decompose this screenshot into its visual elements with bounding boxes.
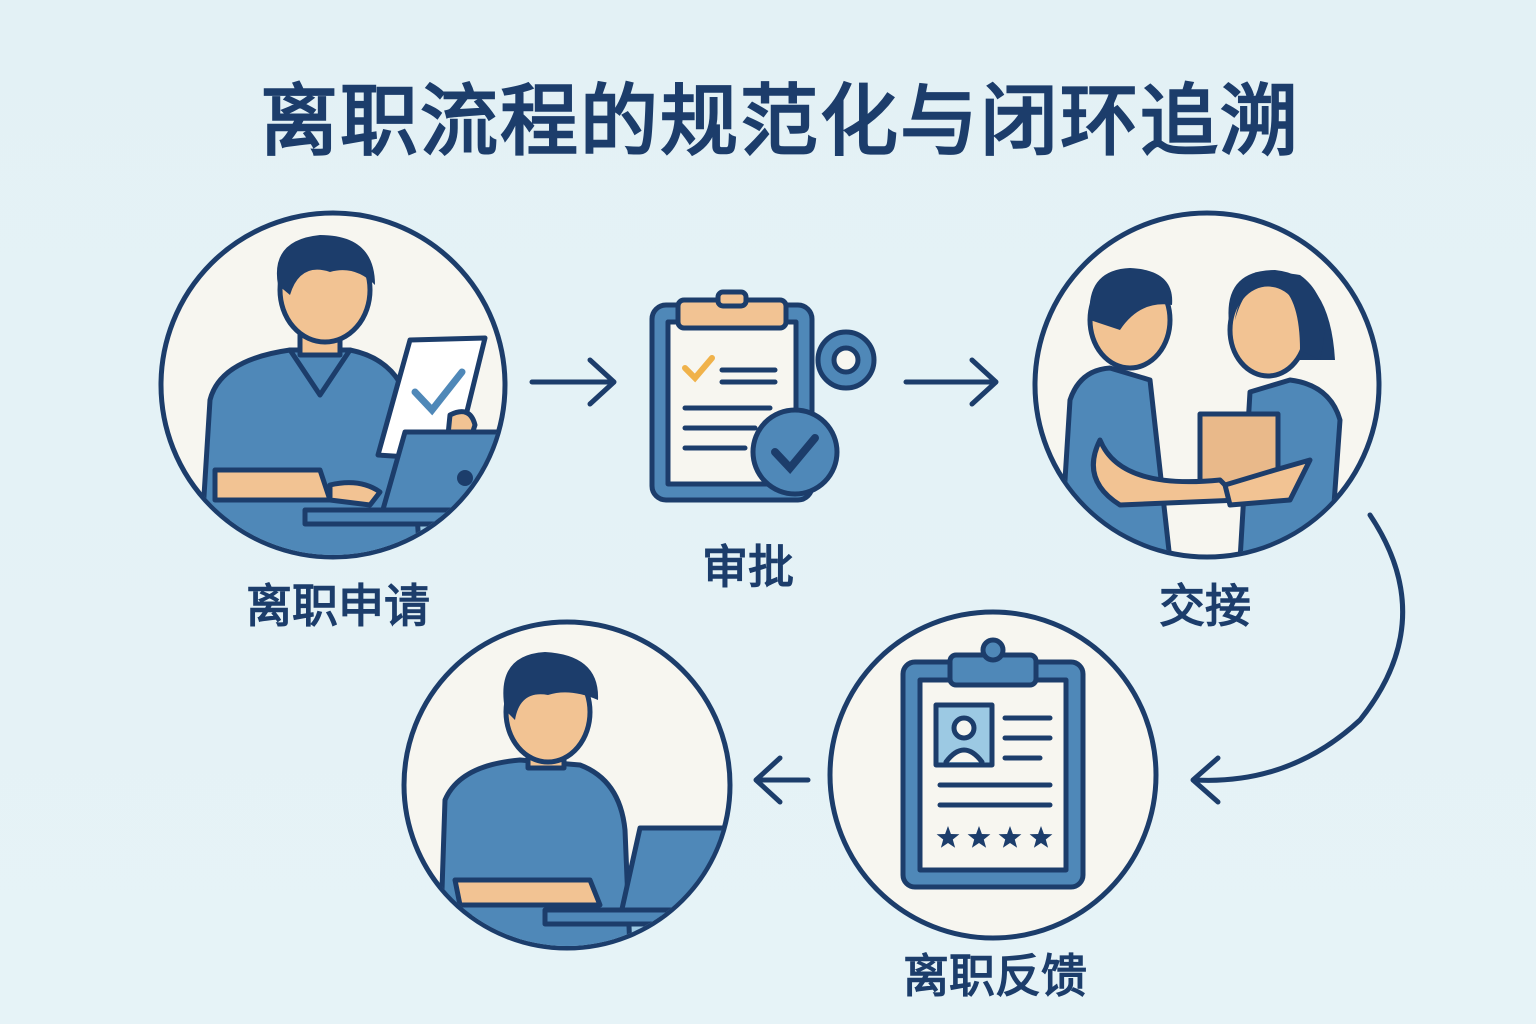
step-label: 离职申请	[246, 579, 430, 633]
arrowhead	[1190, 755, 1221, 805]
star-icon	[1029, 826, 1053, 848]
arrowhead	[587, 357, 617, 407]
arrowhead	[969, 357, 999, 407]
rating-stars	[936, 826, 1053, 848]
step-label: 交接	[1159, 579, 1251, 633]
clipboard-profile-rating-icon	[900, 637, 1086, 890]
step-label: 审批	[702, 540, 794, 594]
step-handover: 交接	[1032, 210, 1382, 633]
star-icon	[998, 826, 1022, 848]
step-departure-complete	[401, 619, 733, 951]
step-approval: 审批	[649, 289, 877, 594]
curved-arrow-icon	[1192, 512, 1406, 783]
page-title: 离职流程的规范化与闭环追溯	[260, 77, 1300, 167]
step-resignation-application: 离职申请	[158, 210, 508, 633]
arrowhead	[753, 755, 783, 805]
star-icon	[936, 826, 960, 848]
star-icon	[967, 826, 991, 848]
step-resignation-feedback: 离职反馈	[827, 609, 1159, 1003]
clipboard-gear-check-icon	[649, 289, 877, 503]
step-label: 离职反馈	[903, 949, 1087, 1003]
